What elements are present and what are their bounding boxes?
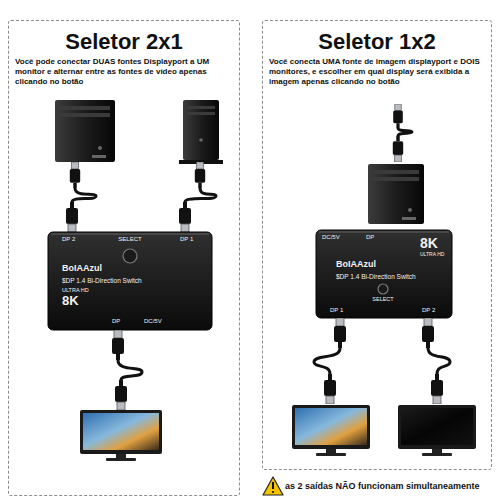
dp-plug [112, 330, 124, 360]
monitor-screen [83, 413, 159, 450]
resolution-badge: 8K [420, 236, 438, 251]
panel-title: Seletor 2x1 [15, 29, 233, 55]
monitor-base [316, 453, 346, 456]
select-button [378, 284, 388, 294]
monitor-frame [292, 405, 370, 449]
tower-case [55, 100, 115, 162]
power-button [98, 146, 102, 150]
switch-highlight [51, 233, 209, 235]
resolution-note: ULTRA HD [420, 252, 444, 258]
warning-mark [272, 482, 274, 489]
power-port-label: DC/5V [322, 234, 340, 241]
monitor [80, 410, 162, 461]
switch-body [48, 232, 212, 330]
warning-icon [263, 477, 283, 495]
drive-bay [187, 112, 215, 115]
monitor-neck [432, 449, 442, 453]
port-label: DP [366, 234, 374, 241]
warning-dot [272, 491, 274, 493]
dp-plug [324, 374, 336, 404]
model-name: $DP 1.4 Bi-Direction Switch [336, 273, 416, 280]
desktop-tower [368, 164, 424, 224]
dp-cable [185, 188, 216, 202]
brand-name: BoIAAzul [336, 260, 376, 270]
button-label: SELECT [372, 296, 393, 302]
monitor [398, 405, 476, 456]
monitor-frame [398, 405, 476, 449]
monitor-base [422, 453, 452, 456]
select-button [123, 249, 137, 263]
dp-cable [428, 348, 450, 374]
monitor-base [106, 458, 136, 461]
warning-note: as 2 saídas NÃO funcionam simultaneament… [285, 481, 480, 492]
monitor-screen [295, 408, 367, 445]
port-label: DP 1 [330, 307, 343, 314]
monitor-neck [326, 449, 336, 453]
tower-case [183, 100, 219, 160]
dp-plug [422, 318, 434, 348]
switch-device: DC/5V DP 8KULTRA HD BoIAAzul $DP 1.4 Bi-Dire… [316, 230, 452, 318]
drive-bay [373, 177, 419, 181]
drive-bay [60, 106, 110, 110]
dp-plug [115, 380, 127, 410]
desktop-tower [55, 100, 115, 162]
drive-bay [373, 170, 419, 174]
switch-device: DP 2 SELECT DP 1 BoIAAzul $DP 1.4 Bi-Directi… [48, 232, 212, 330]
dp-cable [398, 128, 412, 136]
switch-body [316, 230, 452, 318]
drive-bay [60, 113, 110, 117]
button-label: SELECT [118, 236, 141, 243]
monitor-frame [80, 410, 162, 454]
panel-title: Seletor 1x2 [269, 29, 485, 55]
panel-description: Você conecta UMA fonte de imagem display… [269, 57, 485, 86]
power-button [408, 208, 412, 212]
port-label: DP [112, 318, 120, 325]
dp-cable [118, 360, 142, 380]
logo-plate [402, 217, 416, 220]
selector-panel: Seletor 1x2Você conecta UMA fonte de ima… [262, 20, 492, 470]
dp-plug [431, 374, 443, 404]
logo-plate [92, 155, 106, 158]
selector-panel: Seletor 2x1Você pode conectar DUAS fonte… [8, 20, 240, 496]
monitor-neck [116, 454, 126, 458]
dp-plug [195, 162, 205, 188]
monitor [292, 405, 370, 456]
switch-highlight [319, 231, 449, 233]
power-port-label: DC/5V [144, 318, 162, 325]
dp-plug [393, 136, 403, 162]
desktop-tower [179, 100, 223, 164]
dp-cable [72, 188, 96, 202]
dp-cable [314, 348, 340, 374]
dp-plug [334, 318, 346, 348]
monitor-screen-off [401, 408, 473, 445]
dp-plug [70, 162, 80, 188]
power-button [199, 138, 203, 142]
dp-plug [66, 202, 78, 232]
resolution-note: ULTRA HD [62, 287, 89, 293]
port-label: DP 1 [180, 236, 193, 243]
brand-name: BoIAAzul [62, 264, 102, 274]
port-label: DP 2 [422, 307, 435, 314]
resolution-badge: 8K [62, 294, 79, 308]
port-label: DP 2 [62, 236, 75, 243]
tower-case [368, 164, 424, 224]
dp-plug [393, 104, 403, 128]
drive-bay [187, 106, 215, 109]
dp-plug [179, 202, 191, 232]
model-name: $DP 1.4 Bi-Direction Switch [62, 277, 142, 284]
panel-description: Você pode conectar DUAS fontes Displaypo… [15, 57, 233, 86]
warning-triangle [263, 477, 283, 495]
